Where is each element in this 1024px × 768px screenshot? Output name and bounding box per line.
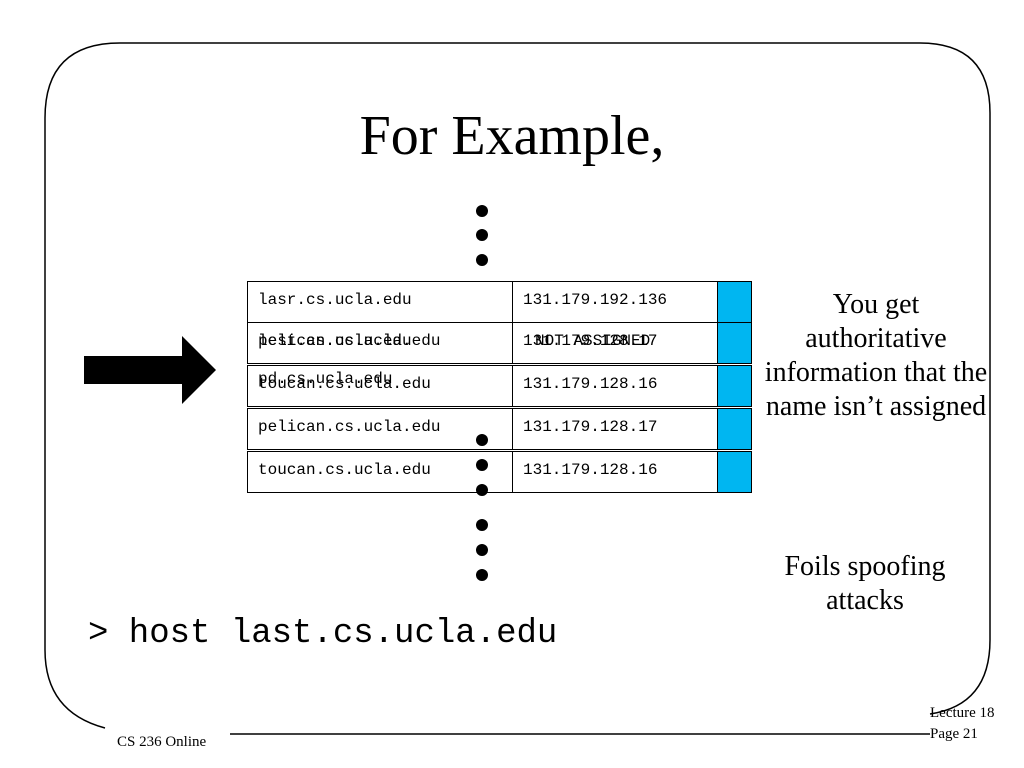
record-name: lasr.cs.ucla.edu (247, 281, 513, 323)
foils-note: Foils spoofing attacks (784, 551, 946, 616)
record-name: pelican.cs.ucla.edu lest.cs.ucla.edu (247, 322, 513, 364)
right-arrow-icon (84, 336, 216, 404)
record-name: toucan.cs.ucla.edu (247, 451, 513, 493)
record-name: pelican.cs.ucla.edu (247, 408, 513, 450)
ellipsis-dot (476, 229, 488, 241)
record-name-text: pelican.cs.ucla.edu (258, 332, 441, 350)
dns-records-table: lasr.cs.ucla.edu 131.179.192.136 pelican… (247, 281, 752, 495)
ellipsis-dot (476, 459, 488, 471)
ellipsis-dot (476, 254, 488, 266)
record-name-overlay: lest.cs.ucla.edu (258, 332, 412, 350)
command-line: > host last.cs.ucla.edu (88, 615, 558, 653)
record-name-overlay: pd.cs.ucla.edu (258, 370, 393, 388)
record-address: 131.179.192.136 (512, 281, 718, 323)
record-flag (717, 408, 752, 450)
ellipsis-dot (476, 484, 488, 496)
ellipsis-dot (476, 205, 488, 217)
course-label: CS 236 Online (117, 734, 207, 750)
record-flag (717, 322, 752, 364)
record-flag (717, 281, 752, 323)
record-address: 131.179.128.16 (512, 365, 718, 407)
record-name: toucan.cs.ucla.edu pd.cs.ucla.edu (247, 365, 513, 407)
record-flag (717, 365, 752, 407)
record-address: 131.179.128.17 NOT ASSIGNED (512, 322, 718, 364)
lecture-label: Lecture 18 (930, 705, 995, 721)
slide-border (44, 42, 991, 735)
record-address: 131.179.128.16 (512, 451, 718, 493)
record-name-text: toucan.cs.ucla.edu (258, 375, 431, 393)
ellipsis-dot (476, 519, 488, 531)
record-flag (717, 451, 752, 493)
side-note: You get authoritative information that t… (764, 289, 988, 422)
record-address-overlay: NOT ASSIGNED (535, 332, 651, 350)
record-address-text: 131.179.128.17 (523, 332, 658, 350)
slide-title: For Example, (359, 105, 665, 167)
ellipsis-dot (476, 569, 488, 581)
ellipsis-dot (476, 544, 488, 556)
record-address: 131.179.128.17 (512, 408, 718, 450)
ellipsis-dot (476, 434, 488, 446)
page-label: Page 21 (930, 726, 978, 742)
